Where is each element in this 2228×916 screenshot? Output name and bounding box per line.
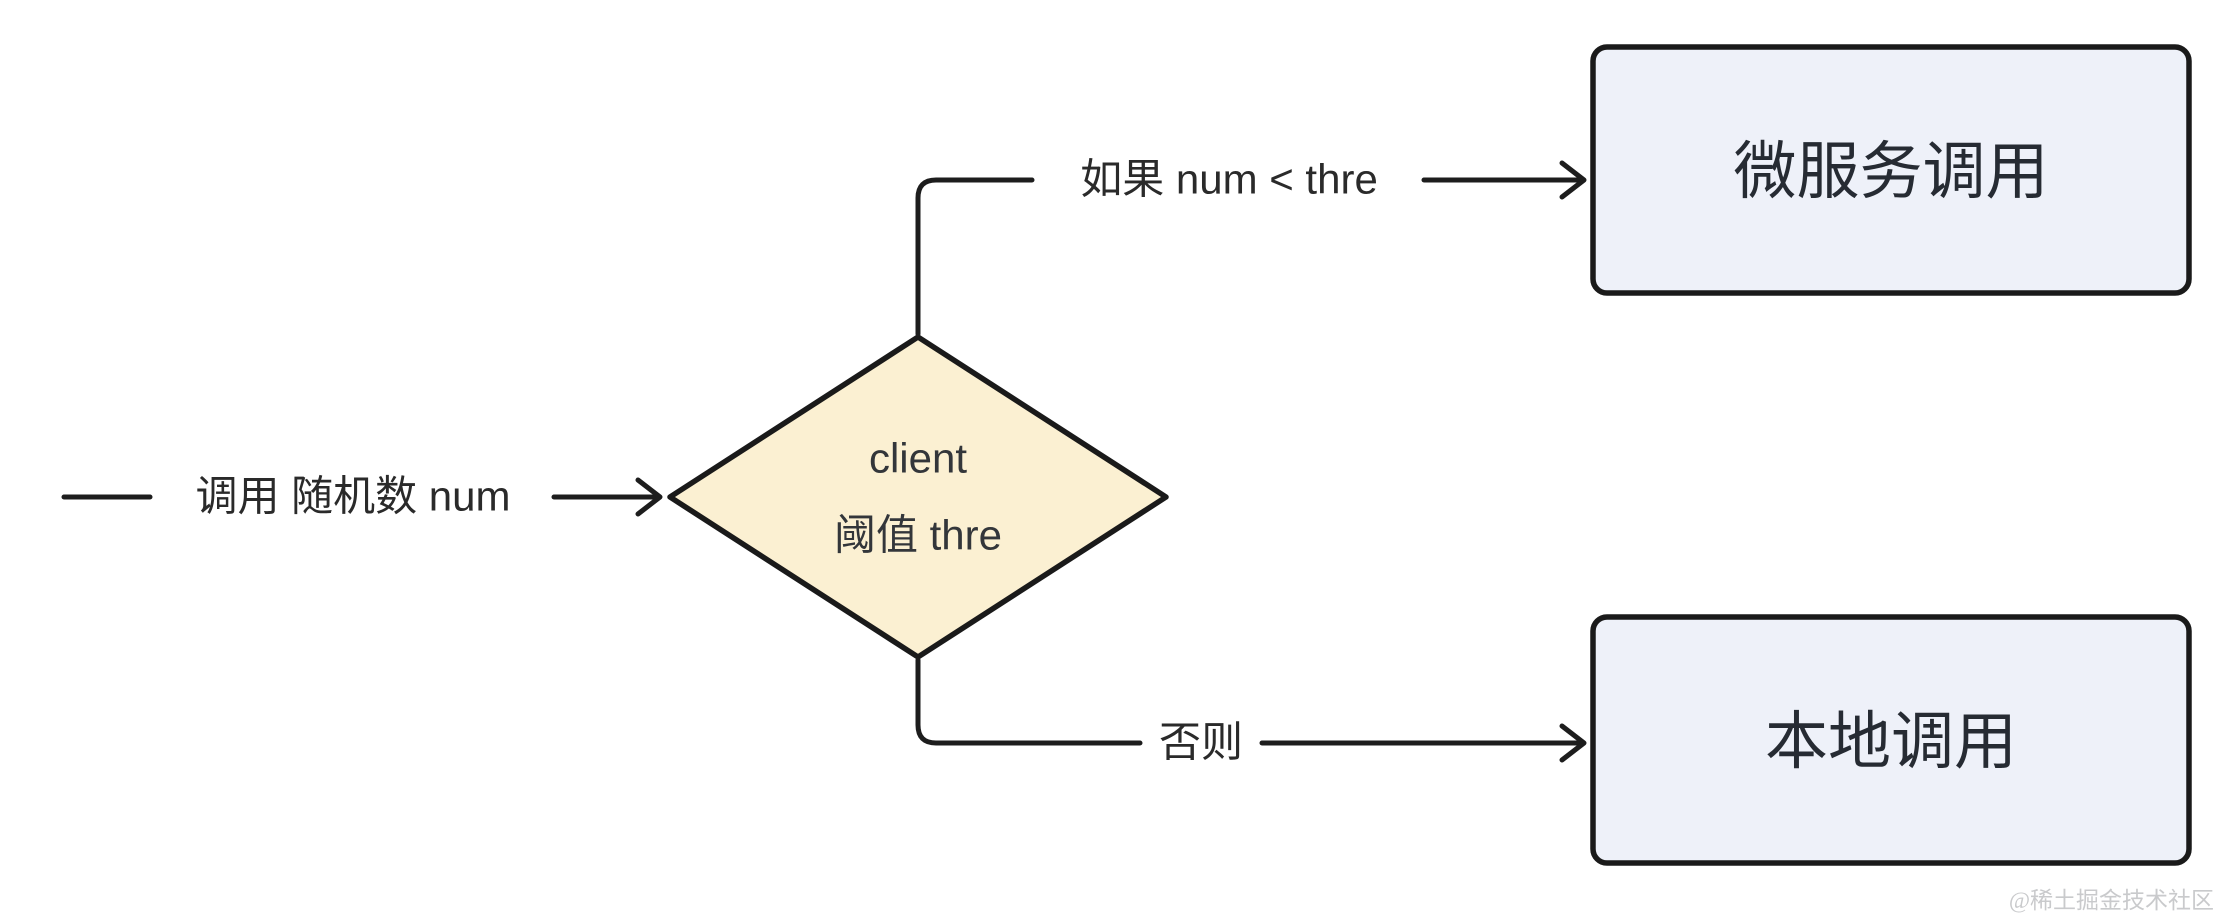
local-node bbox=[1590, 614, 2192, 866]
watermark-text: @稀土掘金技术社区 bbox=[2009, 888, 2214, 913]
decision-diamond bbox=[667, 334, 1169, 660]
decision-label-line1: client bbox=[869, 435, 967, 482]
no-edge-label: 否则 bbox=[1159, 719, 1243, 766]
yes-edge-label: 如果 num < thre bbox=[1080, 156, 1378, 203]
no-edge-arrowhead-icon bbox=[1559, 723, 1587, 763]
no-edge-elbow bbox=[915, 657, 1143, 746]
microservice-node bbox=[1590, 44, 2192, 296]
yes-edge-elbow bbox=[915, 177, 1035, 337]
start-edge-label: 调用 随机数 num bbox=[195, 473, 510, 520]
yes-edge-arrowhead-icon bbox=[1559, 160, 1587, 200]
local-node-label: 本地调用 bbox=[1765, 707, 2017, 777]
start-edge-arrowhead-icon bbox=[635, 477, 663, 517]
microservice-node-label: 微服务调用 bbox=[1734, 137, 2049, 207]
decision-label-line2: 阈值 thre bbox=[834, 512, 1002, 559]
